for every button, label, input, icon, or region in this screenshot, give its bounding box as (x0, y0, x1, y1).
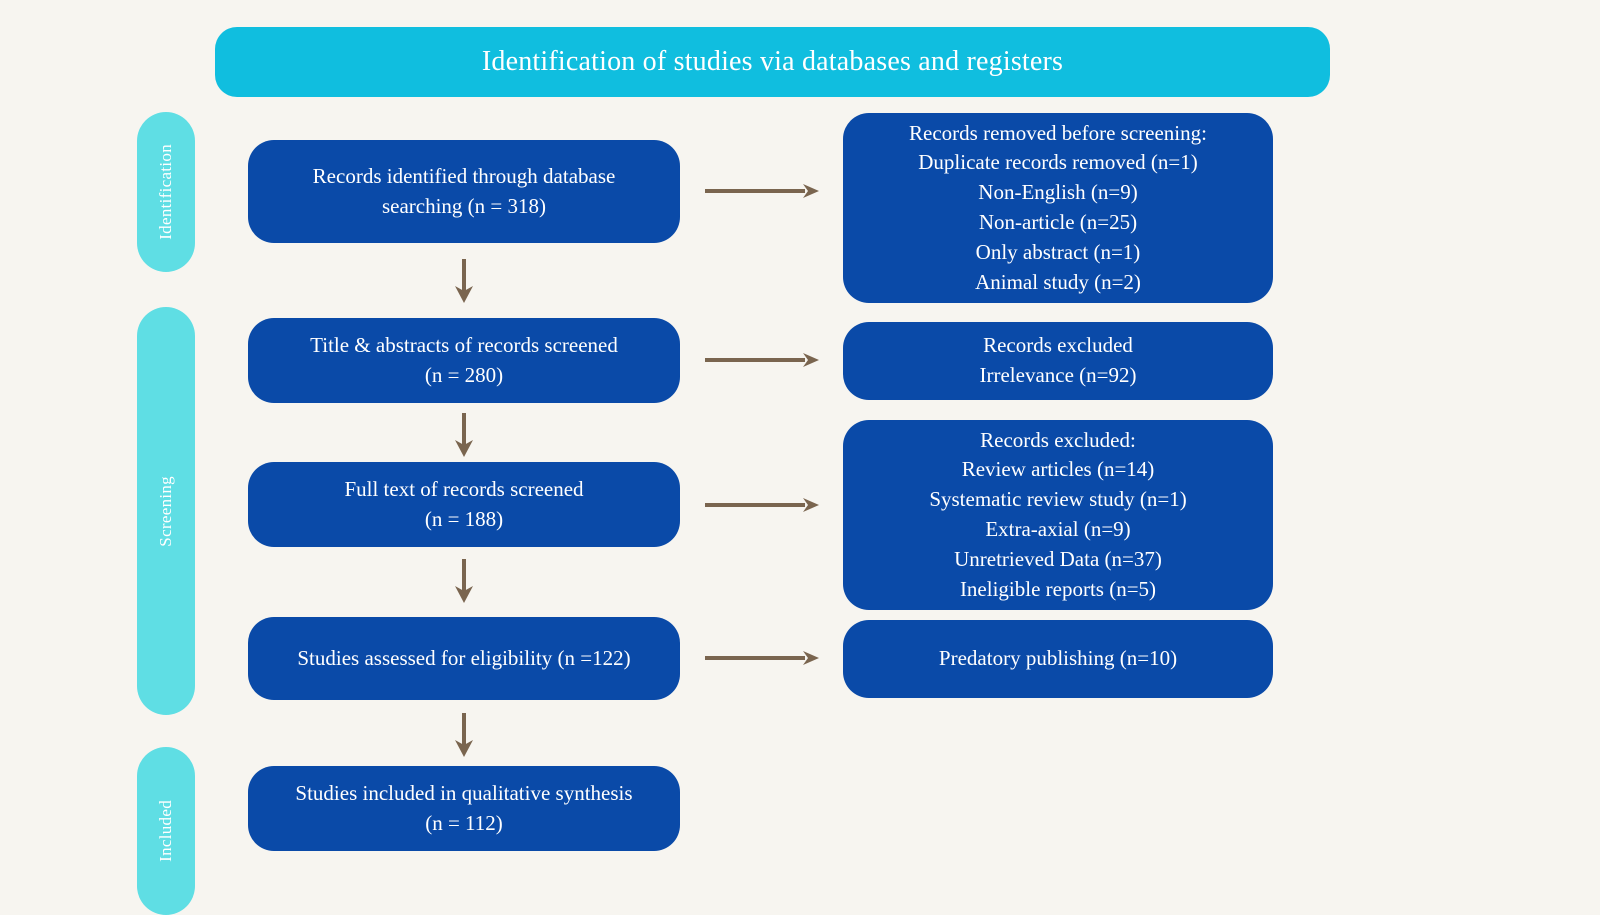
flow-box-text-records-identified: Records identified through database sear… (312, 163, 616, 218)
arrow-right-icon-screened-to-excluded (705, 353, 819, 367)
flow-box-records-excluded-screening: Records excluded Irrelevance (n=92) (843, 322, 1273, 400)
flow-box-text-included-qualitative: Studies included in qualitative synthesi… (295, 780, 633, 835)
stage-pill-included: Included (137, 747, 195, 915)
stage-pill-label-identification: Identification (156, 144, 175, 240)
arrow-right-icon-eligibility-to-predatory (705, 651, 819, 665)
flow-box-records-excluded-fulltext: Records excluded: Review articles (n=14)… (843, 420, 1273, 610)
header-banner: Identification of studies via databases … (215, 27, 1330, 97)
flow-box-text-predatory-publishing: Predatory publishing (n=10) (938, 646, 1178, 671)
flow-box-records-identified: Records identified through database sear… (248, 140, 680, 243)
arrow-down-icon-identified-to-screened (455, 259, 473, 303)
arrow-down-icon-eligibility-to-included (455, 713, 473, 757)
arrow-right-icon-fulltext-to-excluded (705, 498, 819, 512)
stage-pill-identification: Identification (137, 112, 195, 272)
flow-box-text-assessed-eligibility: Studies assessed for eligibility (n =122… (297, 645, 631, 670)
stage-pill-label-included: Included (156, 800, 175, 862)
arrow-right-icon-identified-to-removed (705, 184, 819, 198)
flow-box-text-records-excluded-fulltext: Records excluded: Review articles (n=14)… (929, 427, 1187, 601)
flow-box-text-records-excluded-screening: Records excluded Irrelevance (n=92) (979, 333, 1137, 387)
flow-box-text-fulltext-screened: Full text of records screened (n = 188) (344, 476, 584, 531)
arrow-down-icon-fulltext-to-eligibility (455, 559, 473, 603)
flow-box-included-qualitative: Studies included in qualitative synthesi… (248, 766, 680, 851)
stage-pill-screening: Screening (137, 307, 195, 715)
flow-box-title-abstracts-screened: Title & abstracts of records screened (n… (248, 318, 680, 403)
flow-box-text-records-removed-before-screening: Records removed before screening: Duplic… (909, 120, 1207, 294)
page-title: Identification of studies via databases … (481, 45, 1064, 77)
flow-box-text-title-abstracts-screened: Title & abstracts of records screened (n… (310, 332, 618, 387)
flow-box-records-removed-before-screening: Records removed before screening: Duplic… (843, 113, 1273, 303)
flow-box-fulltext-screened: Full text of records screened (n = 188) (248, 462, 680, 547)
stage-pill-label-screening: Screening (156, 475, 175, 547)
arrow-down-icon-screened-to-fulltext (455, 413, 473, 457)
flow-box-predatory-publishing: Predatory publishing (n=10) (843, 620, 1273, 698)
flow-box-assessed-eligibility: Studies assessed for eligibility (n =122… (248, 617, 680, 700)
